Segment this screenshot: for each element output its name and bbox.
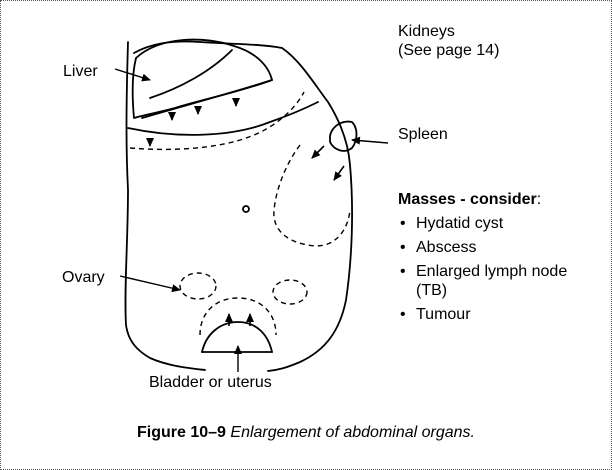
- list-item: Tumour: [398, 305, 598, 324]
- kidneys-page-ref: (See page 14): [398, 41, 499, 60]
- torso-top: [134, 41, 282, 53]
- spleen-leader-arrow: [352, 140, 388, 143]
- list-item: Abscess: [398, 238, 598, 257]
- masses-title: Masses - consider: [398, 191, 537, 208]
- ovary-left-outline: [180, 273, 216, 299]
- ovary-label: Ovary: [62, 268, 105, 287]
- ovary-leader-arrow: [120, 276, 180, 290]
- caption-text: Enlargement of abdominal organs.: [230, 424, 475, 441]
- liver-enlarged-outline: [130, 92, 304, 149]
- spleen-enlarged-outline: [274, 145, 350, 246]
- spleen-arrow-2: [334, 166, 344, 180]
- masses-title-colon: :: [537, 191, 541, 208]
- bladder-label: Bladder or uterus: [149, 373, 272, 392]
- liver-lobe-line: [150, 50, 232, 98]
- rib-margin: [128, 102, 318, 135]
- figure-caption: Figure 10–9 Enlargement of abdominal org…: [0, 423, 612, 442]
- torso-left-side: [125, 42, 205, 370]
- spleen-arrow-1: [312, 146, 324, 158]
- spleen-label: Spleen: [398, 125, 448, 144]
- bladder-organ: [202, 322, 272, 352]
- masses-list: Hydatid cyst Abscess Enlarged lymph node…: [398, 214, 598, 329]
- liver-label: Liver: [63, 62, 98, 81]
- torso-right-side: [268, 48, 352, 371]
- spleen-organ: [330, 122, 357, 151]
- mass-marker: [243, 206, 249, 212]
- caption-number: Figure 10–9: [137, 424, 226, 441]
- masses-heading: Masses - consider:: [398, 190, 541, 209]
- ovary-right-outline: [273, 280, 307, 304]
- bladder-enlarged-outline: [200, 298, 276, 335]
- liver-edge-line: [142, 80, 272, 118]
- list-item: Hydatid cyst: [398, 214, 598, 233]
- list-item: Enlarged lymph node (TB): [398, 262, 598, 300]
- liver-organ: [133, 40, 272, 118]
- kidneys-label: Kidneys: [398, 22, 455, 41]
